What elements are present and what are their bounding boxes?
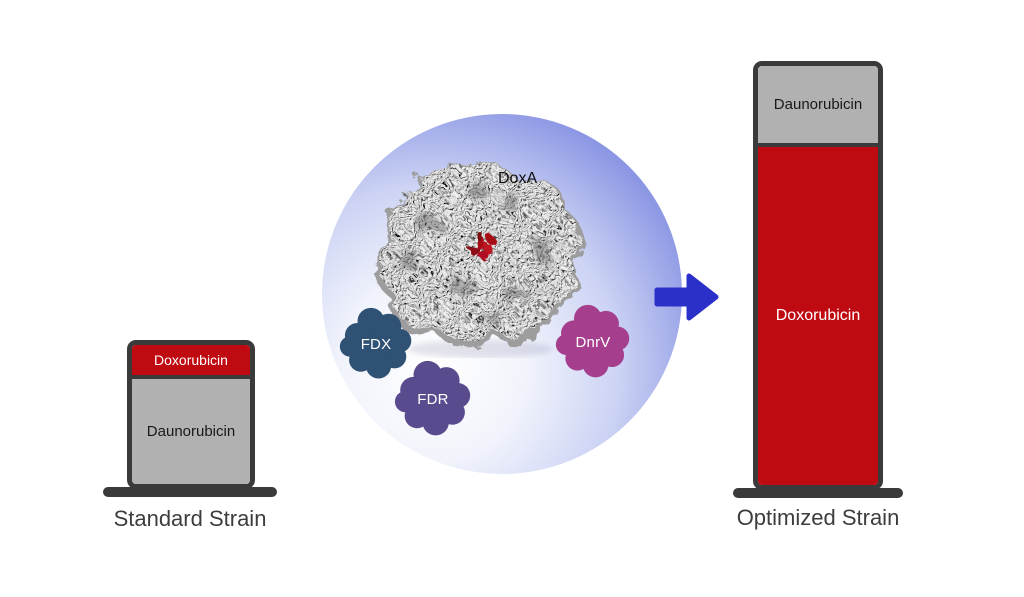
optimized-strain-bar: Daunorubicin Doxorubicin bbox=[753, 61, 883, 490]
optimized-strain-title: Optimized Strain bbox=[736, 505, 900, 530]
optimized-daunorubicin-segment: Daunorubicin bbox=[758, 66, 878, 147]
protein-surface bbox=[379, 161, 579, 342]
standard-daunorubicin-segment: Daunorubicin bbox=[132, 379, 250, 484]
standard-doxorubicin-label: Doxorubicin bbox=[154, 352, 228, 368]
optimized-doxorubicin-segment: Doxorubicin bbox=[758, 147, 878, 485]
optimized-doxorubicin-label: Doxorubicin bbox=[775, 307, 861, 324]
standard-strain-bar: Doxorubicin Daunorubicin bbox=[127, 340, 255, 489]
protein-shadow bbox=[408, 340, 552, 358]
fdx-label: FDX bbox=[360, 335, 392, 353]
protein-crevices bbox=[399, 183, 552, 324]
doxa-protein-structure bbox=[375, 160, 583, 358]
doxa-label: DoxA bbox=[498, 170, 538, 187]
optimized-daunorubicin-label: Daunorubicin bbox=[773, 96, 863, 113]
standard-doxorubicin-segment: Doxorubicin bbox=[132, 345, 250, 379]
standard-strain-title: Standard Strain bbox=[113, 506, 267, 531]
active-site-ligand bbox=[469, 232, 496, 260]
dnrv-label: DnrV bbox=[575, 333, 611, 351]
fdx-protein-blob: FDX bbox=[333, 307, 419, 381]
optimized-strain-base bbox=[733, 488, 903, 498]
fdr-protein-blob: FDR bbox=[388, 360, 478, 438]
dnrv-protein-blob: DnrV bbox=[549, 304, 637, 380]
fdr-label: FDR bbox=[417, 390, 449, 408]
standard-daunorubicin-label: Daunorubicin bbox=[146, 423, 236, 440]
standard-strain-base bbox=[103, 487, 277, 497]
conversion-arrow-icon bbox=[654, 273, 719, 321]
